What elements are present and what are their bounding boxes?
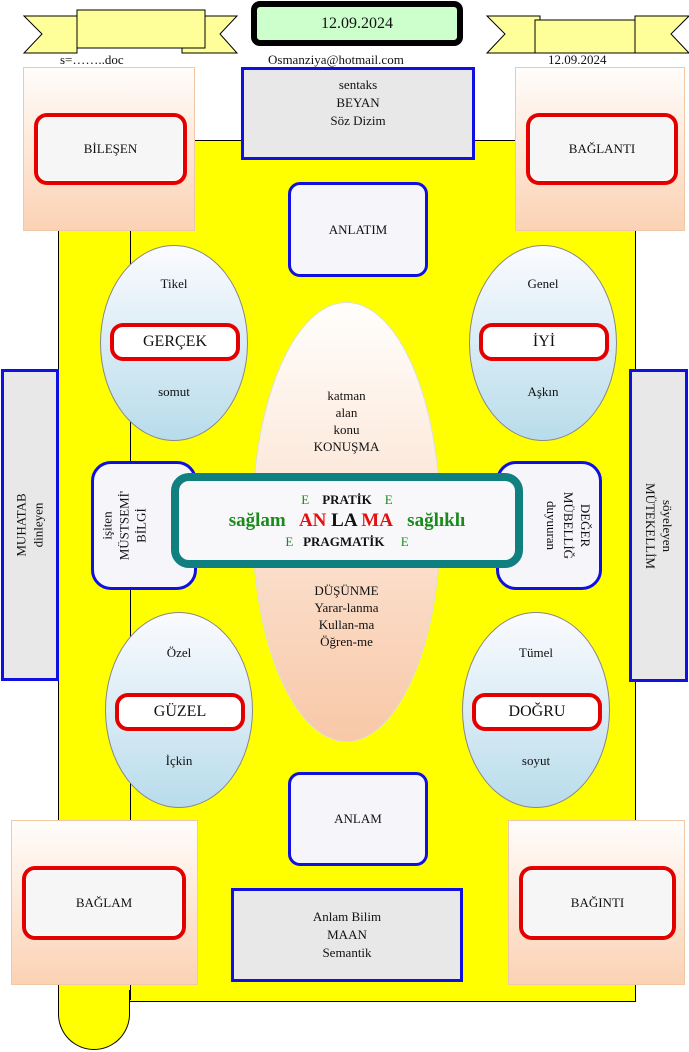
guzel-label: GÜZEL <box>153 703 207 720</box>
bilesen-box: BİLEŞEN <box>35 114 186 184</box>
saglam-label: sağlam <box>228 510 286 531</box>
oval-bottom: soyut <box>521 753 551 768</box>
semantics-line: Anlam Bilim <box>312 909 382 924</box>
mutekellim-label: MÜTEKELLİM <box>642 482 658 569</box>
ribbon-left <box>22 9 239 54</box>
bilgi-label: BİLGİ <box>133 508 149 543</box>
oval-bottom: Aşkın <box>527 384 559 399</box>
pragmatik-row: E PRAGMATİK E <box>285 531 408 552</box>
baglanti-box: BAĞLANTI <box>527 114 677 184</box>
oval-line: katman <box>327 388 366 403</box>
mustemi-label: MÜSTSEMİ' <box>116 490 132 561</box>
pratik-label: PRATİK <box>322 492 372 507</box>
duyuuran-label: duyuuran <box>544 500 560 551</box>
oval-guzel: Özel GÜZEL İçkin <box>105 612 253 808</box>
syntax-line: Söz Dizim <box>330 113 386 128</box>
anlatim-label: ANLATIM <box>328 221 388 237</box>
pragmatik-label: PRAGMATİK <box>303 534 385 549</box>
divider <box>130 230 131 1000</box>
saglikli-label: sağlıklı <box>407 510 466 531</box>
anlam-box: ANLAM <box>288 772 428 866</box>
guzel-box: GÜZEL <box>116 694 244 730</box>
file-name: s=……..doc <box>60 52 124 67</box>
dogru-label: DOĞRU <box>508 703 566 720</box>
anlama-row: sağlam AN LA MA sağlıklı <box>229 510 466 531</box>
oval-line: Öğren-me <box>320 634 373 649</box>
oval-top: Tümel <box>519 645 553 660</box>
corner-panel-tl: BİLEŞEN <box>23 67 195 231</box>
anlama-box: E PRATİK E sağlam AN LA MA sağlıklı E PR… <box>171 473 523 568</box>
e-mark: E <box>285 534 294 549</box>
baglam-box: BAĞLAM <box>23 867 185 939</box>
la-syllable: LA <box>331 510 357 531</box>
syntax-line: sentaks <box>338 77 378 92</box>
e-mark: E <box>400 534 409 549</box>
oval-bottom: somut <box>158 384 190 399</box>
baglam-label: BAĞLAM <box>75 895 133 910</box>
semantics-line: MAAN <box>327 927 367 942</box>
syntax-line: BEYAN <box>336 95 380 110</box>
oval-top: Genel <box>527 276 559 291</box>
oval-line: alan <box>335 405 358 420</box>
corner-panel-br: BAĞINTI <box>508 820 685 985</box>
yellow-tab <box>58 990 130 1050</box>
e-mark: E <box>384 492 393 507</box>
corner-panel-tr: BAĞLANTI <box>515 67 685 231</box>
ma-syllable: MA <box>361 510 393 531</box>
oval-line: DÜŞÜNME <box>314 583 379 598</box>
anlatim-box: ANLATIM <box>288 182 428 277</box>
isiten-label: işiten <box>99 511 115 540</box>
date-center: 12.09.2024 <box>321 14 393 32</box>
gercek-box: GERÇEK <box>111 324 239 360</box>
oval-line: konu <box>333 422 360 437</box>
oval-line: Yarar-lanma <box>314 600 379 615</box>
oval-iyi: Genel İYİ Aşkın <box>469 245 617 441</box>
oval-bottom: İçkin <box>165 753 193 768</box>
an-syllable: AN <box>298 510 327 531</box>
e-mark: E <box>301 492 310 507</box>
muhatab-label: MUHATAB <box>14 493 29 557</box>
dinleyen-label: dinleyen <box>31 502 46 548</box>
date-box: 12.09.2024 <box>251 1 463 46</box>
gercek-label: GERÇEK <box>143 333 207 350</box>
bilesen-label: BİLEŞEN <box>83 141 138 156</box>
ribbon-right <box>485 15 689 54</box>
bagint-box: BAĞINTI <box>520 867 675 939</box>
oval-top: Özel <box>166 645 192 660</box>
date-right: 12.09.2024 <box>548 52 607 67</box>
oval-line: Kullan-ma <box>318 617 375 632</box>
dogru-box: DOĞRU <box>473 694 601 730</box>
soyleyen-label: söyeleyen <box>659 499 675 552</box>
mubellig-label: MÜBELLİĞ <box>561 491 577 560</box>
iyi-box: İYİ <box>480 324 608 360</box>
oval-top: Tikel <box>160 276 188 291</box>
pratik-row: E PRATİK E <box>301 489 393 510</box>
baglanti-label: BAĞLANTI <box>568 141 636 156</box>
oval-dogru: Tümel DOĞRU soyut <box>462 612 610 808</box>
semantics-line: Semantik <box>322 945 372 960</box>
deger-label: DEĞER <box>578 503 594 548</box>
anlam-label: ANLAM <box>334 811 382 826</box>
email: Osmanziya@hotmail.com <box>268 52 404 67</box>
oval-gercek: Tikel GERÇEK somut <box>100 245 248 441</box>
iyi-label: İYİ <box>532 333 556 350</box>
oval-line: KONUŞMA <box>313 439 380 454</box>
bagint-label: BAĞINTI <box>570 895 625 910</box>
corner-panel-bl: BAĞLAM <box>11 820 198 985</box>
